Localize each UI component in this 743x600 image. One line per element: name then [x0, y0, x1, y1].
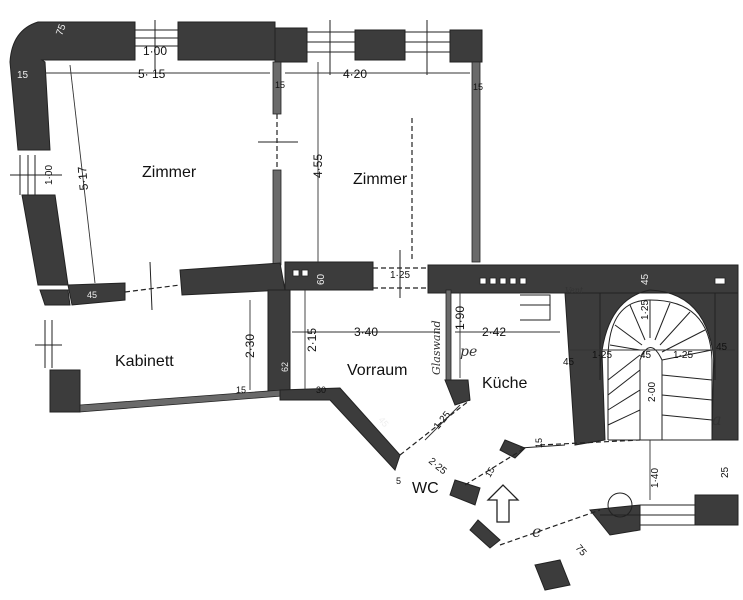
- wall-bottom: [534, 559, 571, 591]
- room-label-zimmer-left: Zimmer: [142, 164, 197, 181]
- wall-kabinett-right: [267, 289, 291, 396]
- dim-label: 2·30: [243, 334, 257, 358]
- wall-top-2: [274, 27, 308, 63]
- dim-label: 62: [280, 362, 290, 372]
- dim-label: 75: [54, 22, 68, 37]
- dim-label: 1·40: [650, 468, 661, 488]
- dim-label: 45: [563, 357, 575, 368]
- dim-label: 15: [275, 80, 285, 90]
- vents: [292, 269, 726, 285]
- wall-corridor-diag: [499, 439, 526, 459]
- windows: [10, 20, 450, 368]
- dim-label: 1·25: [592, 350, 612, 361]
- marker-e: e: [532, 522, 541, 541]
- dim-label: 45: [640, 273, 651, 285]
- note-vent: Vent: [565, 286, 584, 295]
- wall-right-lower: [694, 494, 739, 526]
- note-glaswand: Glaswand: [430, 320, 443, 375]
- wall-top-left-corner: [9, 21, 136, 151]
- wall-stair-left: [564, 292, 606, 446]
- wall-kabinett-bottom: [79, 389, 283, 413]
- wall-entry: [589, 504, 641, 536]
- dim-label: 2·00: [647, 382, 658, 402]
- wall-stair-right: [711, 292, 739, 441]
- wall-left-lower: [21, 194, 69, 286]
- dim-label: 2·25: [426, 456, 449, 478]
- dim-label: 2·15: [305, 328, 319, 352]
- dim-label: 1·25: [390, 270, 410, 281]
- dim-label: 1·25: [673, 350, 693, 361]
- dim-label: 15: [473, 82, 483, 92]
- dim-label: 3·40: [354, 325, 378, 339]
- wall-wc-diag: [449, 479, 481, 506]
- dim-label: 5·17: [75, 165, 91, 190]
- wall-stair-arch: [599, 289, 716, 381]
- walls: [9, 21, 739, 591]
- wall-left-kabinett: [39, 289, 71, 306]
- wall-top-1: [177, 21, 276, 61]
- dim-label: 15: [534, 438, 544, 448]
- doors: [124, 114, 641, 546]
- marker-a: a: [712, 410, 722, 429]
- dim-label: 60: [316, 273, 327, 285]
- dim-label: 1·25: [640, 300, 651, 320]
- wall-left-corner-bottom: [49, 369, 81, 413]
- dim-label: 45: [640, 350, 652, 361]
- wall-lower-diag: [469, 519, 501, 549]
- dim-label: 1·90: [453, 306, 467, 330]
- dim-label: 45: [376, 415, 390, 429]
- dimension-lines: [45, 62, 735, 500]
- dim-label: 45: [716, 342, 728, 353]
- dim-label: 30: [316, 385, 326, 395]
- marker-pe: pe: [460, 344, 477, 360]
- room-label-kabinett: Kabinett: [115, 353, 174, 370]
- wall-top-4: [449, 29, 483, 63]
- entrance-arrow-icon: [486, 484, 520, 523]
- dim-label: 15: [236, 385, 246, 395]
- dim-label: 25: [720, 466, 731, 478]
- wall-partition-zimmer-lower: [272, 169, 282, 266]
- room-label-kueche: Küche: [482, 375, 527, 392]
- dim-label: 1·25: [432, 409, 454, 432]
- room-label-wc: WC: [412, 480, 439, 497]
- dim-label: 15: [483, 465, 497, 479]
- wall-kueche-corner: [444, 379, 471, 406]
- wall-right-zimmer: [471, 61, 481, 263]
- room-label-zimmer-right: Zimmer: [353, 171, 408, 188]
- wall-glass: [445, 289, 452, 381]
- dim-label: 5· 15: [138, 67, 166, 81]
- dim-label: 15: [17, 70, 29, 81]
- wall-middle-3: [284, 261, 374, 291]
- staircase[interactable]: [520, 294, 713, 526]
- room-label-vorraum: Vorraum: [347, 362, 407, 379]
- wall-top-3: [354, 29, 406, 61]
- dim-label: 4·55: [311, 154, 325, 178]
- dim-label: 1·00: [44, 165, 55, 185]
- dim-label: 5: [396, 476, 401, 486]
- wall-middle-left: [67, 282, 126, 306]
- wall-vorraum-sw: [279, 387, 401, 471]
- dim-label: 2·42: [482, 325, 506, 339]
- dim-label: 1·00: [143, 44, 167, 58]
- dim-label: 4·20: [343, 67, 367, 81]
- dim-label: 75: [573, 543, 589, 559]
- dim-label: 45: [87, 290, 97, 300]
